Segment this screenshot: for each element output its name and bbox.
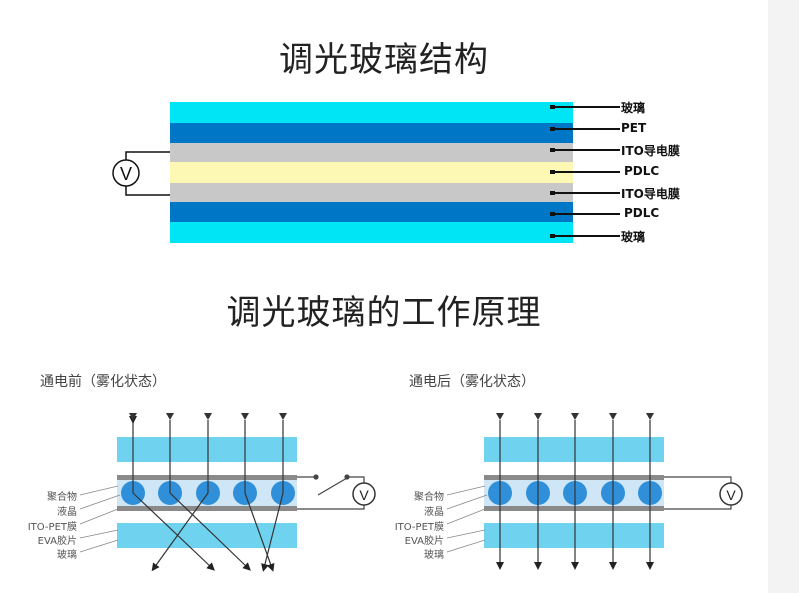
voltmeter-symbol: V	[120, 164, 132, 184]
layer-label-ito-bottom: ITO导电膜	[621, 187, 680, 201]
circuit-open	[297, 474, 365, 510]
leader-line	[550, 170, 620, 174]
voltmeter-symbol: V	[726, 487, 736, 503]
layer-label-pdlc: PDLC	[624, 164, 660, 178]
panel-glass-bottom	[484, 523, 664, 548]
right-margin-strip	[768, 0, 799, 593]
panel-ito-top	[484, 475, 664, 480]
layer-glass-top	[170, 102, 573, 123]
leader-line	[550, 234, 620, 238]
panel-glass-bottom	[117, 523, 297, 548]
principle-title: 调光玻璃的工作原理	[226, 293, 542, 333]
label-leaders	[446, 485, 488, 553]
side-label-ito-pet: ITO-PET膜	[27, 522, 77, 533]
voltmeter-icon	[719, 482, 743, 506]
circuit-wire	[125, 151, 170, 196]
scattered-rays	[132, 492, 284, 572]
leader-line	[550, 212, 620, 216]
layer-label-ito-top: ITO导电膜	[621, 144, 680, 158]
side-label-liquid-crystal: 液晶	[424, 507, 444, 518]
panel-ito-bottom	[117, 506, 297, 511]
layer-label-glass-top: 玻璃	[621, 101, 646, 115]
panel-ito-top	[117, 475, 297, 480]
layer-ito-top	[170, 143, 573, 162]
layer-pet-bottom	[170, 202, 573, 222]
side-label-glass: 玻璃	[424, 550, 444, 561]
layer-glass-bottom	[170, 222, 573, 243]
leader-line	[550, 148, 620, 152]
voltmeter-icon	[112, 159, 140, 187]
layer-label-pdlc-2: PDLC	[624, 206, 660, 220]
incoming-rays	[129, 416, 284, 493]
circuit-closed	[664, 476, 732, 510]
ray-source-arrows	[496, 413, 654, 420]
label-leaders	[79, 485, 121, 553]
panel-caption-off: 通电前（雾化状态）	[40, 374, 166, 390]
side-label-liquid-crystal: 液晶	[57, 507, 77, 518]
layer-label-glass-bottom: 玻璃	[621, 230, 646, 244]
side-label-polymer: 聚合物	[47, 492, 77, 503]
panel-off: V	[79, 413, 376, 572]
side-label-eva: EVA胶片	[404, 536, 444, 547]
side-label-glass: 玻璃	[57, 550, 77, 561]
layer-label-pet: PET	[621, 121, 647, 135]
voltmeter-symbol: V	[359, 487, 369, 503]
ray-source-arrows	[129, 413, 287, 420]
panel-ito-bottom	[484, 506, 664, 511]
transmitted-rays	[496, 420, 654, 570]
leader-line	[550, 191, 620, 195]
leader-line	[550, 105, 620, 109]
panel-on: V	[446, 413, 743, 570]
panel-glass-top	[117, 437, 297, 462]
side-label-polymer: 聚合物	[414, 492, 444, 503]
layer-pet-top	[170, 123, 573, 143]
panel-glass-top	[484, 437, 664, 462]
leader-line	[550, 127, 620, 131]
layer-pdlc	[170, 162, 573, 183]
structure-title: 调光玻璃结构	[279, 40, 489, 80]
panel-caption-on: 通电后（雾化状态）	[409, 374, 535, 390]
side-label-eva: EVA胶片	[37, 536, 77, 547]
voltmeter-icon	[352, 482, 376, 506]
layer-ito-bottom	[170, 183, 573, 202]
side-label-ito-pet: ITO-PET膜	[394, 522, 444, 533]
